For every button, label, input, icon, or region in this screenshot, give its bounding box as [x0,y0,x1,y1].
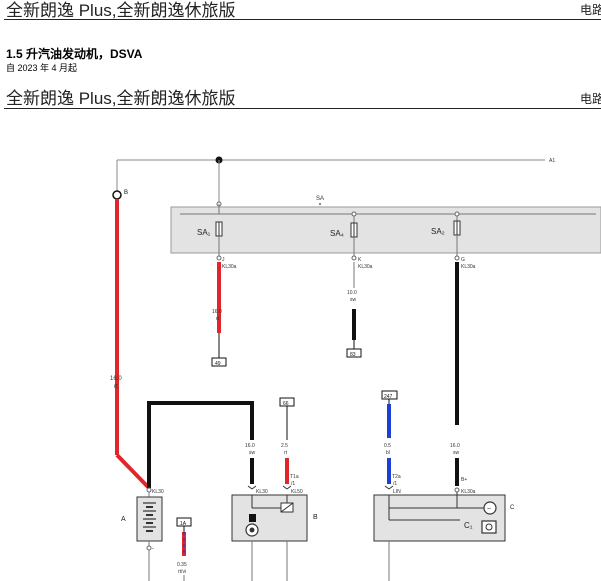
ref-83-box [346,348,362,358]
ref-49-box [211,357,227,367]
starter-wire1-color: sw [249,450,256,456]
lin-wire-size: 0.5 [384,443,391,449]
starter-wire2-color: rt [284,450,288,456]
generator-icon [483,501,497,515]
fuse-block-label: SA [316,196,324,202]
fuse-block [170,206,601,254]
fuse-sa4-wire-size: 10.0 [347,290,357,296]
page-header-right-2: 电路 [580,92,601,106]
lin-wire-color: bl [386,450,390,456]
starter-conn-pin: /1 [291,481,295,487]
starter-label: B [313,514,318,521]
fuse-sa1-wire-size: 16.0 [212,309,222,315]
section-title: 1.5 升汽油发动机，DSVA [6,47,143,61]
bplus-wire-color: sw [453,450,460,456]
fuse-sa1-terminal: KL30a [222,264,237,270]
ref-247-label: 247 [384,394,393,400]
ref-83-label: 83 [350,352,356,358]
fuse-sa2-terminal: KL30a [461,264,476,270]
starter-wire1-size: 16.0 [245,443,255,449]
starter-wire2-terminal: KL50 [291,489,303,495]
bplus-wire-size: 16.0 [450,443,460,449]
generator-box [373,494,506,542]
fuse-sa1-pin: J [222,257,225,263]
starter-wire1-terminal: KL30 [256,489,268,495]
header-rule-2 [4,108,601,109]
lin-conn-pin: /1 [393,481,397,487]
lin-conn: T2a [392,474,401,480]
fuse-sa4-wire-color: sw [350,297,357,303]
fuse-sa2-name: SA₂ [431,227,445,236]
lin-terminal: LIN [393,489,401,495]
svg-text:~: ~ [487,506,491,513]
fuse-sa1-wire-color: rt [216,316,220,322]
top-ref-label: A1 [549,158,555,164]
small-wire-color: rt/vi [178,569,186,575]
generator-internal-label: C₁ [464,521,473,530]
wire-b-connector [112,190,122,200]
fuse-sa4-name: SA₄ [330,229,344,238]
fuse-sa2-pin: G [461,257,465,263]
page-header-right: 电路 [580,3,601,17]
section-subtitle: 自 2023 年 4 月起 [6,63,78,73]
fuse-sa1-name: SA₁ [197,228,211,237]
starter-wire2-size: 2.5 [281,443,288,449]
battery-terminal: KL30 [152,489,164,495]
starter-box [231,494,308,542]
fuse-sa4-pin: K [358,257,362,263]
header-rule [4,19,601,20]
battery-starter-cable [147,401,254,488]
battery-minus: - [152,546,154,552]
fuse-sa4-terminal: KL30a [358,264,373,270]
main-wire-size: 16.0 [110,376,122,382]
bplus-terminal: KL30a [461,489,476,495]
starter-conn: T1a [290,474,299,480]
regulator-icon [481,520,497,534]
bplus-pin: B+ [461,477,467,483]
ref-1a-label: 1A [180,521,187,527]
main-wire-color: rt [114,384,118,390]
starter-contact [249,514,256,522]
page-header-title: 全新朗逸 Plus,全新朗逸休旅版 [6,1,236,20]
battery-label: A [121,516,126,523]
ref-49-label: 49 [215,361,221,367]
ref-66-label: 66 [283,401,289,407]
generator-label: C [510,505,515,511]
page-header-title-2: 全新朗逸 Plus,全新朗逸休旅版 [6,89,236,108]
small-wire-size: 0.35 [177,562,187,568]
wire-b-label: B [124,190,128,196]
